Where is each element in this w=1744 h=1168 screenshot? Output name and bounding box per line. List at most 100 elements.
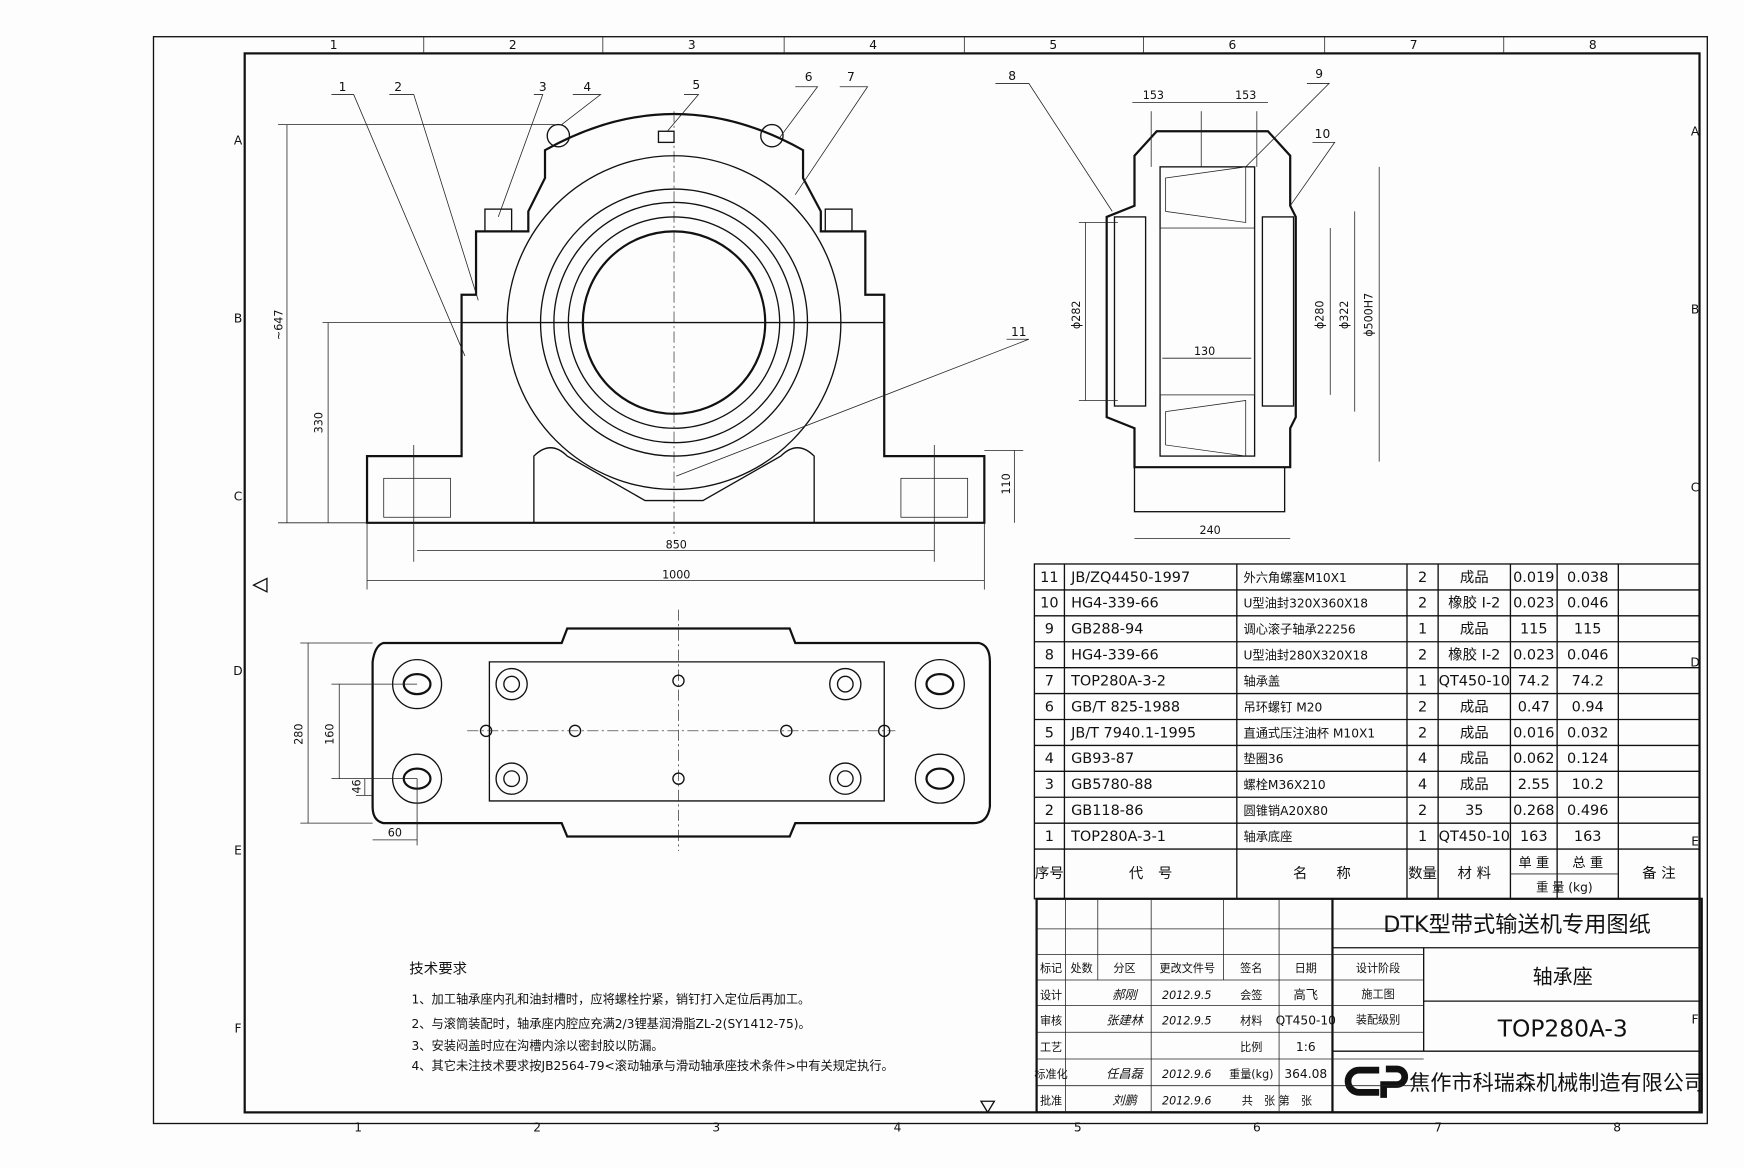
- zone-col-label-bottom: 5: [1074, 1120, 1082, 1134]
- table-cell: 外六角螺塞M10X1: [1243, 570, 1346, 585]
- table-cell: JB/T 7940.1-1995: [1070, 725, 1196, 741]
- dim-d280: ϕ280: [1314, 301, 1327, 330]
- zone-row-label-right: A: [1691, 125, 1700, 139]
- table-cell: 2: [1418, 803, 1427, 819]
- table-cell: 3: [1045, 777, 1054, 793]
- drawing-number: TOP280A-3: [1497, 1015, 1628, 1043]
- technical-requirements: 技术要求 1、加工轴承座内孔和油封槽时，应将螺栓拧紧，销钉打入定位后再加工。 2…: [409, 960, 893, 1073]
- table-cell: 1: [1418, 829, 1427, 845]
- table-cell: 2: [1418, 570, 1427, 586]
- table-cell: 8: [1045, 648, 1054, 664]
- table-cell: 成品: [1460, 698, 1489, 715]
- table-cell: 0.124: [1567, 751, 1608, 767]
- balloon-8: 8: [1008, 69, 1016, 83]
- table-cell: 74.2: [1572, 673, 1604, 689]
- bolt-hole: [836, 770, 854, 788]
- date-approve: 2012.9.6: [1162, 1095, 1211, 1108]
- dim-647: ~647: [273, 310, 286, 341]
- series-title: DTK型带式输送机专用图纸: [1383, 912, 1651, 938]
- table-cell: 10.2: [1572, 777, 1604, 793]
- table-cell: TOP280A-3-1: [1070, 829, 1166, 845]
- table-cell: 2: [1418, 725, 1427, 741]
- bolt-boss: [829, 762, 862, 795]
- tech-req-item: 3、安装闷盖时应在沟槽内涂以密封胶以防漏。: [412, 1038, 664, 1053]
- balloon-11: 11: [1011, 325, 1027, 339]
- zone-row-label: A: [234, 134, 243, 148]
- balloon-6: 6: [805, 70, 813, 84]
- part-name: 轴承座: [1533, 964, 1593, 988]
- table-cell: U型油封320X360X18: [1243, 597, 1368, 611]
- table-header-seq: 序号: [1035, 865, 1064, 882]
- table-cell: 7: [1045, 673, 1054, 689]
- row-label-process: 工艺: [1040, 1041, 1062, 1054]
- zone-col-label-bottom: 1: [354, 1120, 362, 1134]
- table-cell: 0.032: [1567, 725, 1608, 741]
- row-label2-review: 材料: [1240, 1014, 1262, 1028]
- bolt-boss: [829, 667, 862, 701]
- table-header-remark: 备 注: [1642, 865, 1676, 882]
- zone-row-label: F: [235, 1021, 242, 1035]
- dim-110: 110: [1000, 473, 1013, 494]
- side-section-view: 153 153 ϕ282 ϕ280 ϕ322 ϕ500H7 130 240: [1070, 89, 1380, 539]
- table-cell: 吊环螺钉 M20: [1243, 700, 1322, 714]
- table-cell: TOP280A-3-2: [1070, 673, 1166, 689]
- dim-d282: ϕ282: [1070, 301, 1083, 330]
- table-cell: 4: [1418, 751, 1427, 767]
- title-block: DTK型带式输送机专用图纸 轴承座 TOP280A-3 焦作市科瑞森机械制造有限…: [1034, 897, 1705, 1114]
- row-value-standard: 364.08: [1284, 1067, 1327, 1081]
- signature-design: 郝刚: [1112, 988, 1138, 1002]
- row-value-process: 1:6: [1296, 1040, 1316, 1054]
- table-cell: 4: [1045, 751, 1054, 767]
- row-label-standard: 标准化: [1034, 1067, 1067, 1081]
- table-cell: 成品: [1460, 569, 1489, 586]
- zone-row-label-right: F: [1692, 1012, 1699, 1026]
- table-cell: 2: [1418, 699, 1427, 715]
- table-cell: 2: [1418, 648, 1427, 664]
- dim-d322: ϕ322: [1338, 301, 1351, 330]
- design-stage: 施工图: [1361, 988, 1394, 1001]
- table-cell: 1: [1045, 829, 1054, 845]
- dim-160: 160: [324, 724, 337, 745]
- tech-req-item: 4、其它未注技术要求按JB2564-79<滚动轴承与滑动轴承座技术条件>中有关规…: [412, 1058, 894, 1073]
- table-header-code: 代 号: [1129, 865, 1172, 882]
- outer-border: [152, 36, 1708, 1125]
- table-cell: 0.046: [1567, 648, 1608, 664]
- row-value-review: QT450-10: [1276, 1014, 1336, 1028]
- dim-1000: 1000: [662, 568, 690, 581]
- table-cell: 163: [1574, 829, 1602, 845]
- dim-d500h7: ϕ500H7: [1363, 293, 1376, 337]
- table-cell: 115: [1574, 622, 1602, 638]
- dim-153-right: 153: [1235, 89, 1256, 102]
- table-header-name: 名 称: [1293, 865, 1351, 882]
- title-header: 分区: [1113, 962, 1135, 975]
- centering-mark-bottom: [979, 1100, 996, 1114]
- zone-col-label: 6: [1228, 38, 1236, 52]
- tech-req-title: 技术要求: [409, 960, 467, 977]
- table-cell: 成品: [1460, 750, 1489, 767]
- dim-130: 130: [1194, 345, 1215, 358]
- bolt-hole-boss: [914, 658, 965, 710]
- table-cell: 0.268: [1513, 803, 1554, 819]
- tech-req-item: 2、与滚筒装配时，轴承座内腔应充满2/3锂基润滑脂ZL-2(SY1412-75)…: [412, 1016, 811, 1031]
- table-cell: 橡胶 I-2: [1448, 647, 1500, 664]
- zone-row-label-right: E: [1691, 834, 1699, 848]
- zone-col-label-bottom: 8: [1613, 1120, 1621, 1134]
- date-standard: 2012.9.6: [1162, 1068, 1211, 1081]
- zone-col-label-bottom: 3: [712, 1120, 720, 1134]
- table-header-qty: 数量: [1408, 865, 1437, 882]
- balloon-2: 2: [394, 80, 402, 94]
- zone-col-label-bottom: 2: [533, 1120, 541, 1134]
- table-cell: GB5780-88: [1071, 777, 1153, 793]
- zone-col-label: 2: [509, 38, 517, 52]
- table-cell: 调心滚子轴承22256: [1243, 622, 1355, 637]
- table-cell: 1: [1418, 622, 1427, 638]
- zone-col-label: 4: [869, 38, 877, 52]
- table-cell: 0.023: [1513, 648, 1554, 664]
